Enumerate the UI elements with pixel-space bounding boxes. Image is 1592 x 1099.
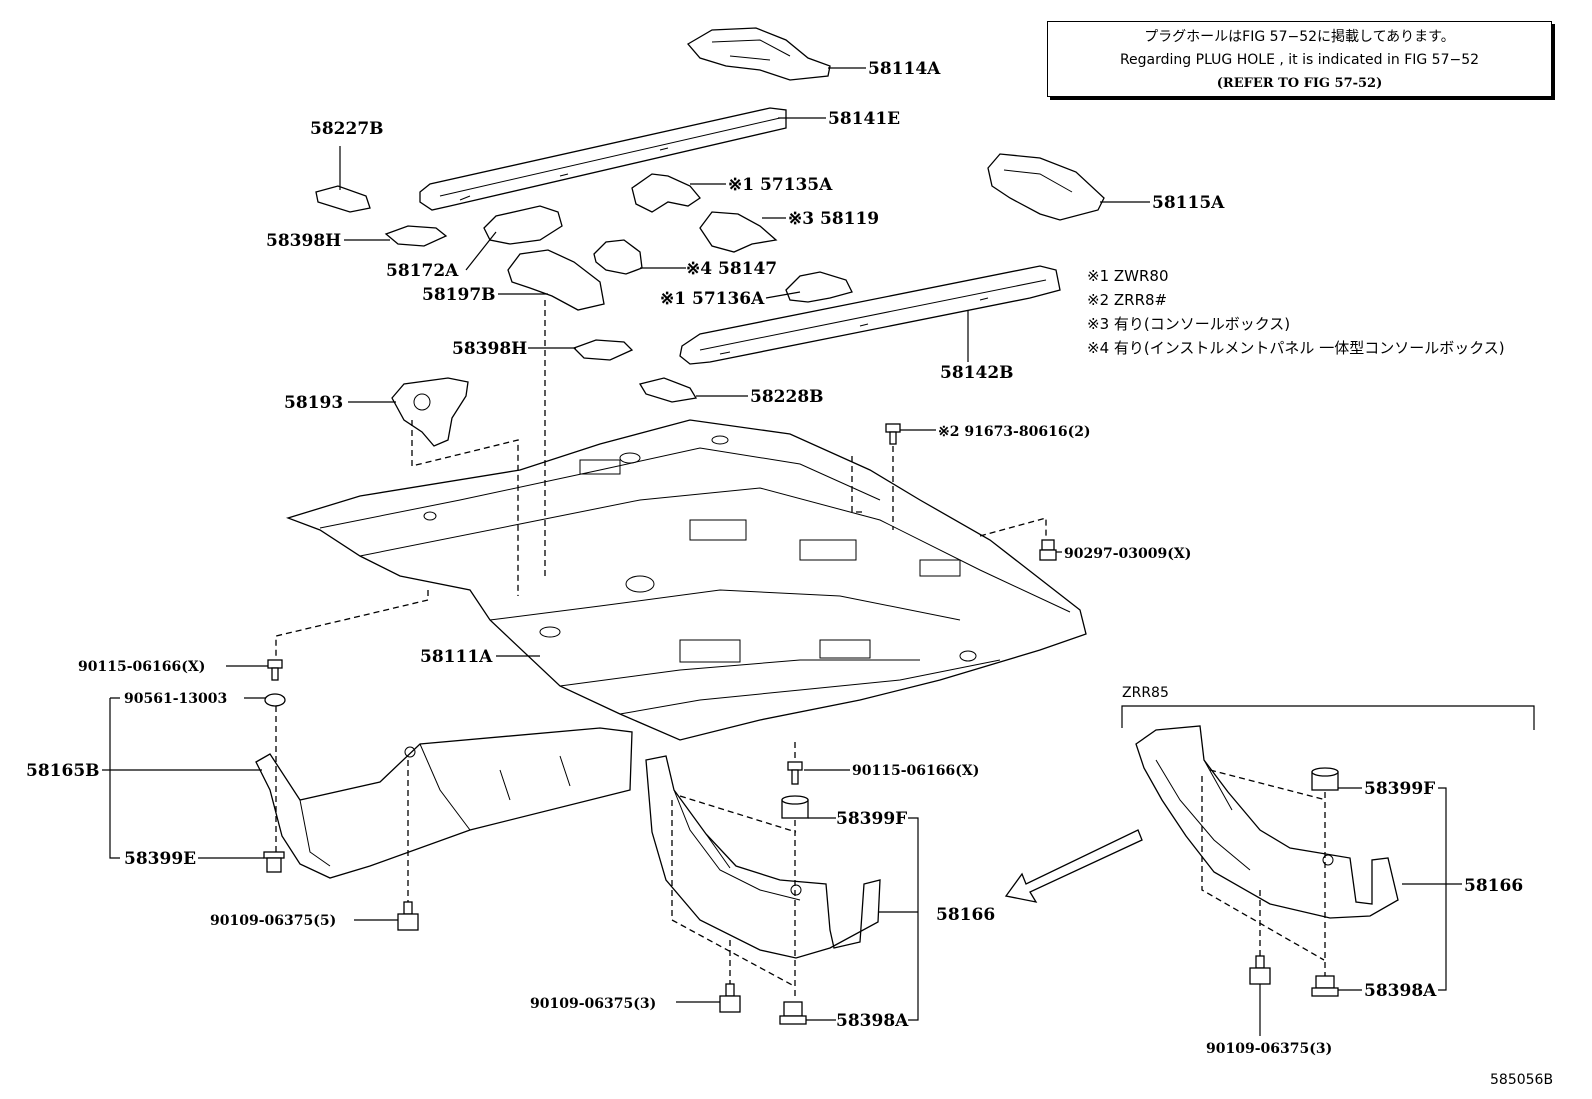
variant-label: ZRR85 [1122, 685, 1169, 701]
label-58147: ※4 58147 [686, 259, 777, 279]
footnote-legend: ※1 ZWR80 ※2 ZRR8# ※3 有り(コンソールボックス) ※4 有り… [1087, 264, 1505, 360]
part-58114A-shape [686, 27, 831, 81]
label-90297-03009: 90297-03009(X) [1064, 546, 1191, 562]
fastener-90115-left-bolt [267, 659, 283, 681]
label-58398H-top: 58398H [266, 231, 341, 251]
part-58141E-shape [419, 107, 787, 211]
part-57136A-shape [785, 271, 853, 303]
legend-item-2: ※2 ZRR8# [1087, 291, 1168, 309]
label-90109-06375-left: 90109-06375(5) [210, 913, 336, 929]
part-58166-right-shape [1135, 725, 1399, 919]
fastener-90115-center-bolt [787, 761, 803, 785]
legend-item-1: ※1 ZWR80 [1087, 267, 1169, 285]
notice-line-en: Regarding PLUG HOLE , it is indicated in… [1119, 52, 1480, 68]
part-58228B-shape [638, 377, 698, 403]
part-58197B-shape [507, 249, 605, 311]
label-58141E: 58141E [828, 109, 900, 129]
label-58111A: 58111A [420, 647, 493, 667]
label-90115-06166-left: 90115-06166(X) [78, 659, 205, 675]
label-90109-06375-right: 90109-06375(3) [1206, 1041, 1332, 1057]
part-58142B-shape [679, 265, 1061, 365]
label-58166-right: 58166 [1464, 876, 1523, 896]
label-58398H-mid: 58398H [452, 339, 527, 359]
part-58398H-top-shape [384, 225, 448, 247]
label-58165B: 58165B [26, 761, 100, 781]
label-58172A: 58172A [386, 261, 459, 281]
part-58111A-shape [285, 419, 1087, 741]
label-57136A: ※1 57136A [660, 289, 765, 309]
part-58147-shape [593, 239, 643, 275]
fastener-91673-bolt [885, 423, 901, 445]
fastener-90109-center-bolt [719, 983, 741, 1013]
label-58398A-right: 58398A [1364, 981, 1437, 1001]
label-58197B: 58197B [422, 285, 496, 305]
label-90561-13003: 90561-13003 [124, 691, 227, 707]
part-58119-shape [699, 211, 778, 253]
part-58165B-shape [255, 727, 633, 879]
label-58398A-center: 58398A [836, 1011, 909, 1031]
label-91673-80616: ※2 91673-80616(2) [938, 424, 1091, 440]
fastener-58398A-center-nut [779, 1001, 807, 1025]
fastener-90109-left-bolt [397, 901, 419, 931]
part-57135A-shape [631, 173, 701, 213]
notice-line-ref: (REFER TO FIG 57-52) [1216, 76, 1383, 91]
label-58142B: 58142B [940, 363, 1014, 383]
label-58399E: 58399E [124, 849, 196, 869]
label-58193: 58193 [284, 393, 343, 413]
part-58398H-mid-shape [572, 339, 634, 361]
direction-arrow-icon [1004, 829, 1143, 903]
part-58172A-shape [483, 205, 563, 245]
part-58193-shape [391, 377, 469, 447]
fastener-58399F-right-nut [1311, 767, 1339, 791]
figure-code: 585056B [1490, 1072, 1554, 1088]
fastener-90109-right-bolt [1249, 955, 1271, 985]
legend-item-4: ※4 有り(インストルメントパネル 一体型コンソールボックス) [1087, 339, 1505, 357]
label-58227B: 58227B [310, 119, 384, 139]
label-58228B: 58228B [750, 387, 824, 407]
label-90109-06375-center: 90109-06375(3) [530, 996, 656, 1012]
fastener-58399E-nut [263, 851, 285, 873]
label-58115A: 58115A [1152, 193, 1225, 213]
fastener-58399F-center-nut [781, 795, 809, 819]
legend-item-3: ※3 有り(コンソールボックス) [1087, 315, 1291, 333]
label-58399F-right: 58399F [1364, 779, 1435, 799]
label-58166-center: 58166 [936, 905, 995, 925]
assembly-lines [275, 300, 1327, 1000]
fastener-90561-washer [264, 693, 286, 707]
leader-lines [102, 67, 1535, 1036]
label-90115-06166-center: 90115-06166(X) [852, 763, 979, 779]
label-58119: ※3 58119 [788, 209, 879, 229]
plug-hole-notice: プラグホールはFIG 57−52に掲載してあります。 Regarding PLU… [1047, 21, 1552, 97]
label-58399F-center: 58399F [836, 809, 907, 829]
label-57135A: ※1 57135A [728, 175, 833, 195]
fastener-90297-clip [1039, 539, 1057, 561]
fastener-58398A-right-nut [1311, 975, 1339, 997]
notice-line-jp: プラグホールはFIG 57−52に掲載してあります。 [1144, 29, 1455, 45]
part-58166-center-shape [645, 755, 881, 959]
part-58115A-shape [987, 153, 1105, 221]
part-58227B-shape [315, 185, 371, 213]
label-58114A: 58114A [868, 59, 941, 79]
